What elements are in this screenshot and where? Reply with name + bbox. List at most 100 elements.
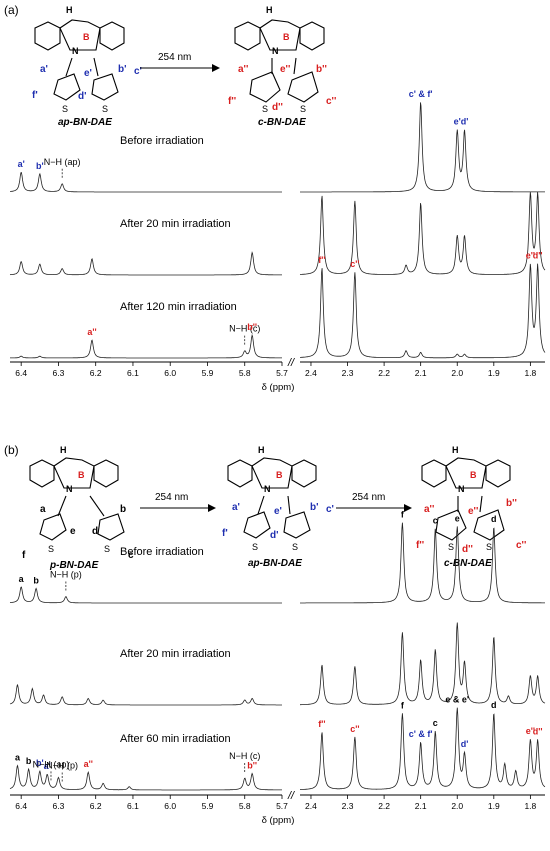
proton-label: c'': [326, 96, 336, 107]
proton-label: d'': [272, 102, 283, 113]
peak-label: a: [15, 752, 21, 762]
spectrum-title: After 20 min irradiation: [120, 218, 231, 230]
proton-label: d': [270, 530, 279, 541]
proton-label: a: [40, 504, 46, 515]
atom-s: S: [262, 104, 268, 114]
atom-b: B: [283, 32, 290, 42]
spectrum-trace: [300, 263, 546, 359]
scheme-b: H N B S S a b c d e f p-BN-DAE 254 nm H …: [22, 445, 526, 571]
spectrum-title: Before irradiation: [120, 135, 204, 147]
proton-label: d'': [462, 544, 473, 555]
peak-label: f: [401, 700, 405, 710]
spectrum-trace: [9, 764, 282, 791]
proton-label: a'': [424, 504, 434, 515]
x-tick-label: 6.1: [127, 801, 139, 811]
atom-b: B: [276, 470, 283, 480]
peak-label: b': [36, 758, 44, 768]
proton-label: d': [78, 91, 87, 102]
atom-n: N: [264, 484, 271, 494]
peak-label: d'': [533, 726, 543, 736]
proton-label: b': [118, 64, 127, 75]
arrow-label: 254 nm: [158, 52, 191, 63]
peak-label: c: [433, 718, 438, 728]
spectrum-trace: [300, 102, 545, 193]
panel-a-label: (a): [4, 3, 19, 17]
atom-s: S: [252, 542, 258, 552]
spectrum-trace: [299, 191, 546, 275]
atom-n: N: [272, 46, 279, 56]
proton-label: e'': [468, 506, 478, 517]
atom-n: N: [66, 484, 73, 494]
peak-label: N−H (ap): [33, 759, 70, 769]
intermediate-name: ap-BN-DAE: [248, 558, 302, 569]
peak-label: e': [454, 117, 461, 127]
x-tick-label: 1.8: [524, 801, 536, 811]
atom-b: B: [78, 470, 85, 480]
peak-label: f'': [318, 255, 325, 265]
proton-label: f'': [416, 540, 424, 551]
scheme-a: H N B S S a' b' c' d' e' f' ap-BN-DAE 25…: [32, 5, 336, 128]
peak-label: c'': [350, 259, 359, 269]
x-tick-label: 2.2: [378, 801, 390, 811]
atom-h: H: [258, 445, 265, 455]
proton-label: f': [222, 528, 228, 539]
peak-label: b: [26, 756, 32, 766]
peak-label: b': [36, 161, 44, 171]
spectrum-trace: [300, 707, 546, 790]
proton-label: f': [32, 90, 38, 101]
peak-label: a'': [84, 759, 93, 769]
peak-label: f: [401, 510, 405, 520]
peak-label: N−H (p): [46, 761, 78, 771]
proton-label: a': [40, 64, 48, 75]
peak-label: N−H (c): [229, 324, 260, 334]
peak-label: c'': [350, 724, 359, 734]
molecule-c-bn-dae-a: [234, 19, 325, 103]
x-tick-label: 6.1: [127, 368, 139, 378]
atom-s: S: [486, 542, 492, 552]
x-tick-label: 5.8: [239, 801, 251, 811]
peak-label: d': [461, 739, 469, 749]
x-tick-label: 2.3: [342, 368, 354, 378]
spectrum-trace: [9, 683, 282, 706]
proton-label: b'': [316, 64, 327, 75]
x-tick-label: 5.7: [276, 801, 288, 811]
peak-label: N−H (p): [50, 570, 82, 580]
product-name: c-BN-DAE: [258, 117, 306, 128]
peak-label: a': [18, 159, 25, 169]
x-tick-label: 5.8: [239, 368, 251, 378]
panel-b-label: (b): [4, 443, 19, 457]
atom-s: S: [292, 542, 298, 552]
molecule-ap-bn-dae-b: [227, 457, 317, 539]
atom-b: B: [83, 32, 90, 42]
peak-label: N−H (ap): [44, 157, 81, 167]
peak-label: a': [44, 761, 51, 771]
peak-label: a: [19, 574, 25, 584]
proton-label: c'': [516, 540, 526, 551]
peak-label: b'': [247, 322, 257, 332]
arrow-head: [404, 504, 412, 512]
atom-b: B: [470, 470, 477, 480]
spectrum-trace: [10, 333, 282, 359]
atom-s: S: [448, 542, 454, 552]
x-tick-label: 2.0: [451, 801, 463, 811]
proton-label: f: [22, 550, 26, 561]
x-tick-label: 6.0: [164, 801, 176, 811]
atom-n: N: [458, 484, 465, 494]
proton-label: e: [70, 526, 76, 537]
proton-label: e': [84, 68, 92, 79]
peak-label: b'': [247, 760, 257, 770]
proton-label: a': [232, 502, 240, 513]
x-tick-label: 2.2: [378, 368, 390, 378]
peak-label: d: [491, 514, 497, 524]
arrow-label: 254 nm: [155, 492, 188, 503]
proton-label: d: [92, 526, 98, 537]
spectrum-trace: [9, 251, 282, 276]
x-axis-label: δ (ppm): [262, 382, 295, 393]
x-tick-label: 5.9: [202, 368, 214, 378]
x-tick-label: 6.4: [15, 801, 27, 811]
atom-h: H: [452, 445, 459, 455]
peak-label: e'': [526, 251, 535, 261]
proton-label: c': [326, 504, 334, 515]
